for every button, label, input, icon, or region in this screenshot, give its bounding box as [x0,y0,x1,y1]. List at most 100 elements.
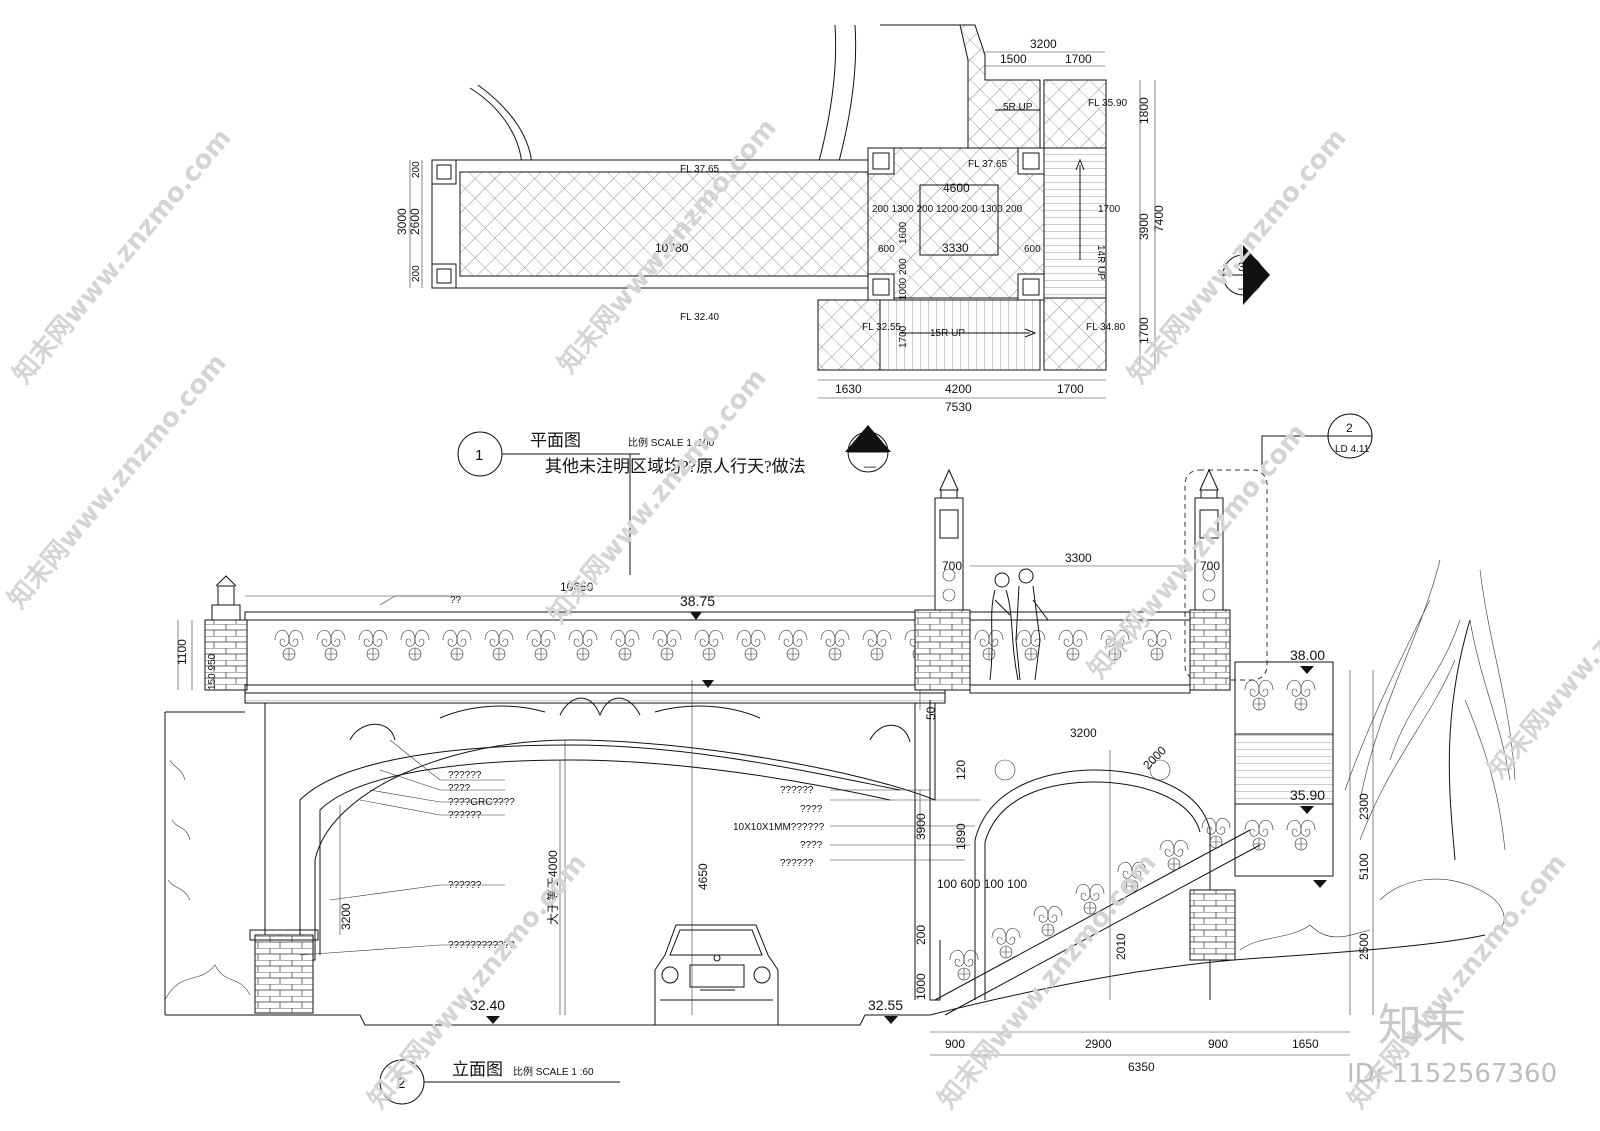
plan-dim-1700b: 1700 [1137,317,1151,344]
plan-stair-15r: 15R UP [930,328,965,339]
watermark-text-5: 知末网www.znzmo.com [542,363,772,629]
railing-bottom-rail [244,684,946,694]
elevation-view: 10650 3300 700 700 1100 150 950 50 3200 … [164,468,1516,1105]
elev-dim-5100: 5100 [1357,853,1371,880]
callout-8: ???? [800,804,823,815]
plan-fl-1: FL 37.65 [680,164,720,175]
arch-wall [264,702,936,961]
elev-dim-700b: 700 [1200,559,1220,573]
plan-dim-4600: 4600 [943,181,970,195]
plan-road-curve [469,87,523,166]
willow-tree [1344,559,1516,931]
lamp-post-left [934,468,964,611]
plan-dim-1600: 1600 [898,221,909,244]
railing-scroll [484,629,514,661]
plan-dim-7400: 7400 [1152,205,1166,232]
detail-ref-num: 2 [1346,421,1353,435]
plan-dim-1700: 1700 [1065,52,1092,66]
stair-railing-scroll [1033,905,1063,937]
plan-fl-2: FL 37.65 [968,159,1008,170]
callout-3: ????GRC???? [448,797,515,808]
elev-dim-3200-top: 3200 [1070,726,1097,740]
watermark-text-7: 知末网www.znzmo.com [1482,518,1600,784]
railing-scroll [1244,819,1274,851]
railing-scroll [568,629,598,661]
north-marker-num: 3 [1238,260,1245,274]
left-pier [254,934,314,1014]
elev-dim-1890: 1890 [954,823,968,850]
elev-dim-700a: 700 [942,559,962,573]
plan-dim-3900: 3900 [1137,213,1151,240]
elev-dim-1000: 1000 [914,973,928,1000]
stair-railing-scroll [991,927,1021,959]
elev-dim-200: 200 [914,925,928,945]
plan-dim-4200: 4200 [945,382,972,396]
stair-railing [949,817,1231,981]
callout-5: ?????? [448,880,482,891]
plan-dim-600a: 600 [878,244,895,255]
level-38-75: 38.75 [680,593,715,609]
plan-road-curve-3 [817,24,837,166]
railing-scroll [1286,679,1316,711]
elev-dim-3300: 3300 [1065,551,1092,565]
elev-dim-100-600: 100 600 100 100 [937,877,1027,891]
elev-dim-120: 120 [954,760,968,780]
plan-fl-5: FL 32.55 [862,322,902,333]
plan-dim-1700d: 1700 [898,325,909,348]
plan-dim-2600: 2600 [408,208,422,235]
plan-fl-3: FL 35.90 [1088,98,1128,109]
elev-dim-10650: 10650 [560,580,594,594]
railing-scroll [778,629,808,661]
plan-dim-3000: 3000 [395,208,409,235]
callout-10: ???? [800,840,823,851]
plan-view: 3200 1500 1700 1800 3900 7400 1700 3000 … [395,24,1166,575]
callout-6: ???????????? [448,940,515,951]
railing-scroll [358,629,388,661]
railing-scroll [442,629,472,661]
north-marker: 3 — [1222,245,1270,305]
plan-stair-14r: 14R UP [1095,245,1106,280]
railing-top-rail [244,611,946,621]
railing-scroll [736,629,766,661]
elev-dim-4000: 大于等于4000 [546,850,560,925]
level-32-40: 32.40 [470,997,505,1013]
callout-4: ?????? [448,810,482,821]
plan-dim-200b: 200 [411,265,422,282]
plan-stair-5r: 5R UP [1003,102,1033,113]
plan-dim-1800: 1800 [1137,97,1151,124]
plan-fl-6: FL 34.80 [1086,322,1126,333]
plan-section-num: 1 [475,447,483,464]
railing-scroll [400,629,430,661]
railing-scroll [610,629,640,661]
plan-fl-4: FL 32.40 [680,312,720,323]
plan-dim-600b: 600 [1024,244,1041,255]
plan-dim-3330: 3330 [942,241,969,255]
callout-0: ?? [450,595,462,606]
callout-9: 10X10X1MM?????? [733,822,825,833]
callout-7: ?????? [780,785,814,796]
plan-title: 平面图 [530,431,581,450]
plan-dim-7530: 7530 [945,400,972,414]
elev-dim-4650: 4650 [696,863,710,890]
plan-dim-1700e: 1700 [1098,204,1121,215]
railing-scroll [274,629,304,661]
elev-dim-1650: 1650 [1292,1037,1319,1051]
elev-dim-150: 150 950 [207,653,218,690]
section-marker: 2 — [845,425,891,473]
railing-scroll [1142,629,1172,661]
elev-dim-2300: 2300 [1357,793,1371,820]
elev-dim-2500: 2500 [1357,933,1371,960]
elev-dim-2900: 2900 [1085,1037,1112,1051]
section-marker-dash: — [864,459,876,473]
level-35-90: 35.90 [1290,787,1325,803]
plan-dim-1630: 1630 [835,382,862,396]
deck-beam [244,692,946,704]
railing-scroll [1058,629,1088,661]
plan-road-curve-2 [477,84,533,166]
railing-scroll [694,629,724,661]
detail-ref-code: LD 4.11 [1335,444,1370,455]
railing-scroll [862,629,892,661]
plan-dim-10780: 10780 [655,241,689,255]
railing-ornament-left [274,629,934,661]
